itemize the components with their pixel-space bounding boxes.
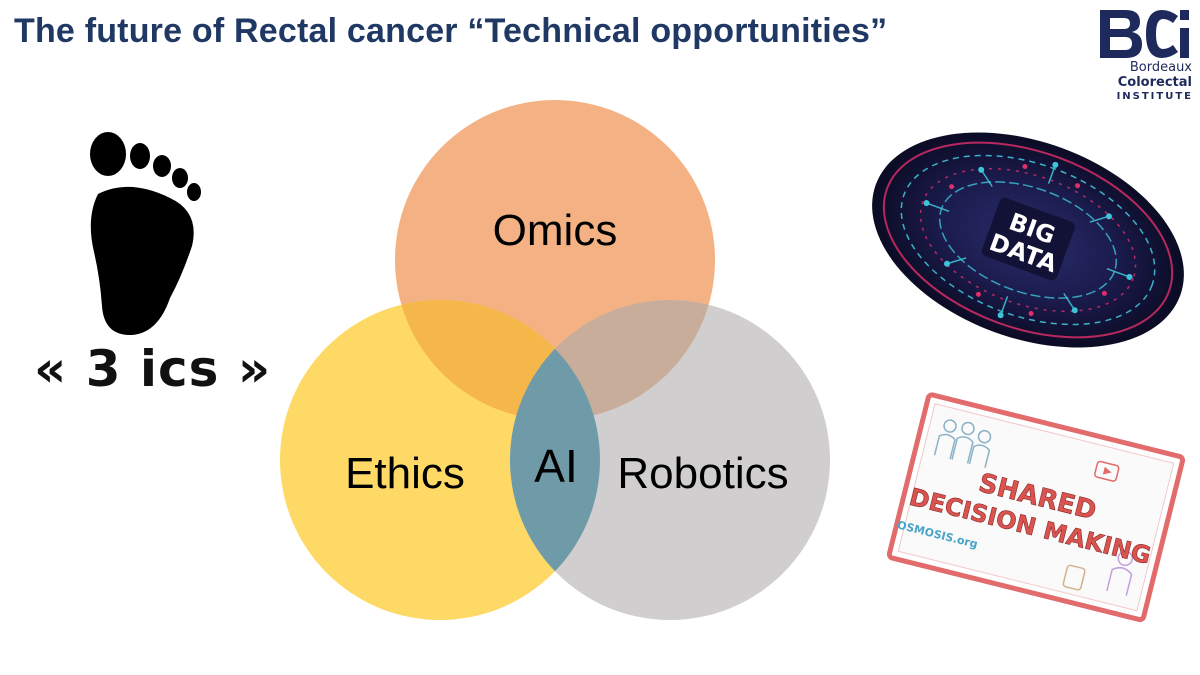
venn-overlap-omics-ethics [395,300,600,420]
play-button-sketch-icon [1094,460,1120,482]
venn-label-ai: AI [534,440,577,492]
cup-sketch-icon [1062,564,1086,591]
venn-label-omics: Omics [493,206,618,255]
three-ics-label: « 3 ics » [34,340,272,398]
venn-diagram: Omics Ethics Robotics AI [280,100,830,620]
venn-overlap-omics-robotics [510,300,715,420]
footprint-icon [90,132,201,336]
bci-logo-mark [1100,10,1189,58]
bci-logo: Bordeaux Colorectal INSTITUTE [1096,6,1196,106]
logo-line-institute: INSTITUTE [1116,91,1193,102]
shared-decision-making-image: SHARED DECISION MAKING OSMOSIS.org [886,392,1185,623]
figure-sketch-icon [1106,550,1134,596]
big-data-image: BIG DATA [872,132,1184,348]
people-sketch-icon [933,419,992,468]
logo-line-colorectal: Colorectal [1117,75,1192,90]
slide-title: The future of Rectal cancer “Technical o… [14,12,888,50]
logo-line-bordeaux: Bordeaux [1129,60,1192,75]
venn-label-ethics: Ethics [345,449,465,498]
venn-label-robotics: Robotics [617,449,788,498]
